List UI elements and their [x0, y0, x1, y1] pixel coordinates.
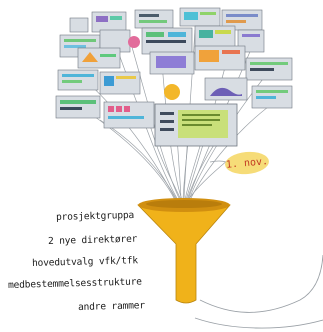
- card: [134, 9, 174, 29]
- flow-line: [194, 317, 323, 329]
- card: [103, 101, 155, 129]
- label-prosjektgruppa: prosjektgruppa: [55, 209, 135, 223]
- flow-line: [199, 254, 323, 313]
- label-direktorer: 2 nye direktører: [47, 233, 138, 247]
- label-andre-rammer: andre rammer: [77, 300, 146, 313]
- badge-connector: [209, 160, 227, 163]
- ui-cards-cluster: [55, 7, 293, 147]
- funnel: [137, 198, 231, 304]
- sun-shape: [164, 84, 180, 100]
- card: [69, 17, 89, 33]
- date-badge-text: 1. nov.: [225, 155, 269, 171]
- card: [77, 47, 121, 69]
